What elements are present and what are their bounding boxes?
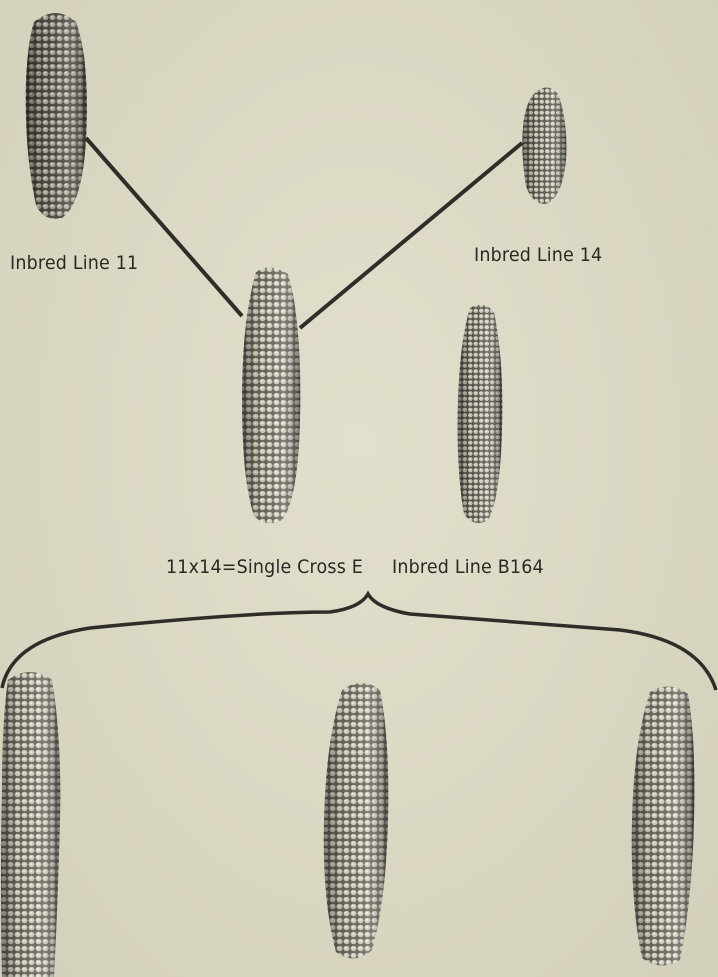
label-single-cross-e: 11x14=Single Cross E [166, 556, 363, 578]
label-inbred-line-b164: Inbred Line B164 [392, 556, 544, 578]
grouping-brace [2, 594, 716, 690]
corn-ear-single-cross-e [242, 267, 300, 523]
corn-ear-inbred-14 [522, 87, 566, 204]
label-inbred-line-11: Inbred Line 11 [10, 252, 138, 274]
corn-ear-double-cross-1 [1, 672, 60, 977]
corn-ear-double-cross-3 [632, 686, 695, 965]
corn-ear-inbred-b164 [458, 305, 503, 523]
corn-ear-double-cross-2 [324, 683, 389, 959]
line-parent-11 [86, 138, 242, 316]
corn-ear-inbred-11 [26, 13, 87, 219]
line-parent-14 [300, 143, 522, 328]
label-inbred-line-14: Inbred Line 14 [474, 244, 602, 266]
pedigree-lines [86, 138, 522, 328]
